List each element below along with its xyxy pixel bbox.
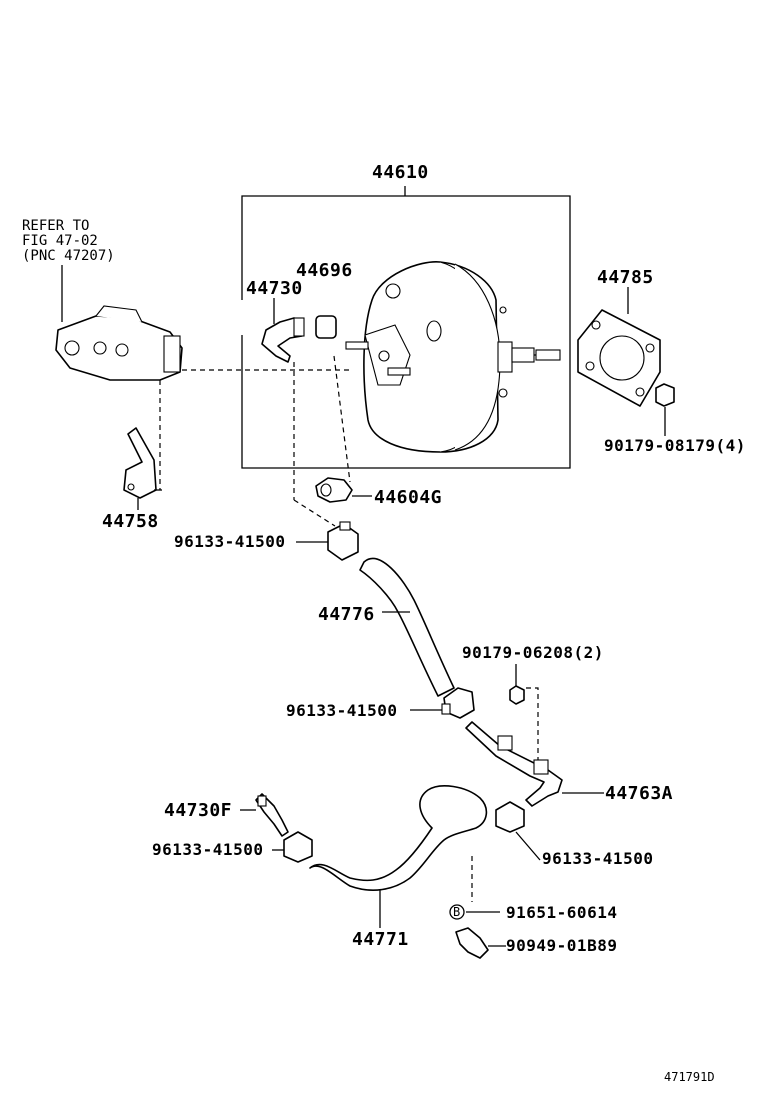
- vacuum-hose-lower: [309, 785, 488, 891]
- label-44776: 44776: [318, 604, 375, 625]
- label-44730: 44730: [246, 278, 303, 299]
- label-44610: 44610: [372, 162, 429, 183]
- vacuum-hose-upper: [359, 557, 455, 697]
- check-valve: [261, 317, 305, 363]
- label-96133-41500-a: 96133-41500: [174, 532, 285, 551]
- figure-id: 471791D: [664, 1070, 715, 1084]
- label-90179-08179: 90179-08179(4): [604, 436, 746, 455]
- gasket-plate: [577, 309, 661, 407]
- label-90949-01B89: 90949-01B89: [506, 936, 617, 955]
- marker-b-circle: [449, 904, 465, 920]
- label-96133-41500-c: 96133-41500: [152, 840, 263, 859]
- pipe-nut: [509, 685, 525, 705]
- check-valve-f: [255, 793, 289, 837]
- booster-assembly-frame: [241, 186, 571, 469]
- label-44696: 44696: [296, 260, 353, 281]
- vacuum-pipe: [465, 721, 563, 807]
- hose-clip-2: [441, 687, 475, 719]
- hose-clip-4: [495, 801, 525, 833]
- refer-note-line-1: REFER TO: [22, 218, 89, 234]
- label-44763A: 44763A: [605, 783, 673, 804]
- label-96133-41500-d: 96133-41500: [542, 849, 653, 868]
- hose-clip-3: [283, 831, 313, 863]
- bracket: [123, 427, 157, 499]
- check-valve-grommet: [315, 315, 337, 339]
- booster-nut: [655, 383, 675, 407]
- marker-b: B: [453, 905, 460, 919]
- refer-note-line-3: (PNC 47207): [22, 248, 115, 264]
- label-44785: 44785: [597, 267, 654, 288]
- label-44758: 44758: [102, 511, 159, 532]
- label-90179-06208: 90179-06208(2): [462, 643, 604, 662]
- label-96133-41500-b: 96133-41500: [286, 701, 397, 720]
- master-cylinder: [55, 305, 183, 381]
- hose-clip-1: [327, 521, 359, 561]
- label-91651-60614: 91651-60614: [506, 903, 617, 922]
- union-grommet: [315, 477, 353, 503]
- refer-note-line-2: FIG 47-02: [22, 233, 98, 249]
- label-44730F: 44730F: [164, 800, 232, 821]
- label-44604G: 44604G: [374, 487, 442, 508]
- label-44771: 44771: [352, 929, 409, 950]
- brake-booster-body: [345, 261, 561, 453]
- hose-retainer: [455, 927, 489, 959]
